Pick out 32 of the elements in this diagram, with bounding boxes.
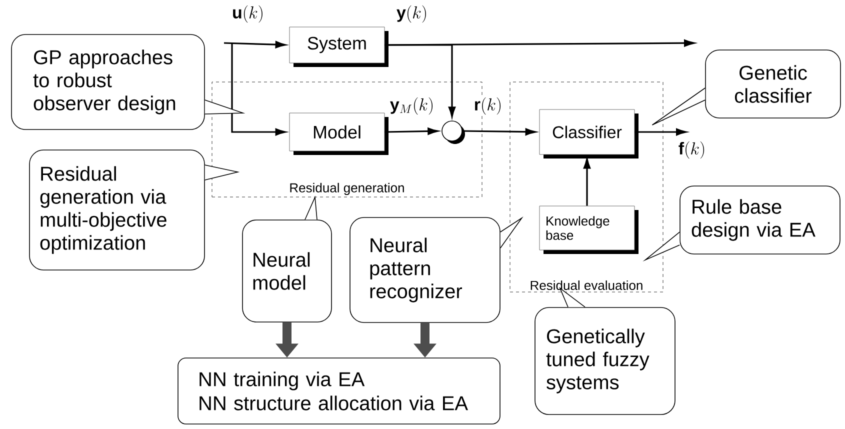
callout-pointer [652,88,706,126]
arrow [462,128,536,136]
callout-pointer [304,196,318,220]
edge-label: $\mathbf{r}(k)$ [472,96,504,116]
callout-bubble: Rule base design via EA [680,186,840,254]
arrow [224,41,286,48]
edge-label: $\mathbf{f}(k)$ [677,140,707,160]
callout-bubble: Neural pattern recognizer [350,217,500,323]
arrow [231,43,286,136]
edge-label: $\mathbf{u}(k)$ [231,4,265,24]
summing-junction [442,120,465,144]
callout-pointer [559,286,586,308]
callout-pointer [204,100,246,114]
process-box: Knowledge base [539,206,638,254]
callout-pointer [642,232,680,262]
process-box: System [289,26,388,67]
process-box: Model [289,112,388,155]
callout-pointer [500,216,524,248]
arrow [384,44,456,118]
process-box: Classifier [539,109,638,158]
callout-bubble: Genetic classifier [705,50,841,118]
callout-pointer [204,164,240,180]
edge-label: $\mathbf{y}(k)$ [395,4,429,24]
callout-bubble: GP approaches to robust observer design [11,34,205,130]
text-box: NN training via EA NN structure allocation via EA [178,358,500,424]
edge-label: $\mathbf{y}_M(k)$ [388,96,436,116]
callout-bubble: Genetically tuned fuzzy systems [534,307,676,415]
arrow [384,128,438,135]
arrow [634,128,687,136]
callout-bubble: Neural model [242,220,332,322]
arrow [583,158,591,206]
callout-bubble: Residual generation via multi-objective optimization [29,150,205,270]
